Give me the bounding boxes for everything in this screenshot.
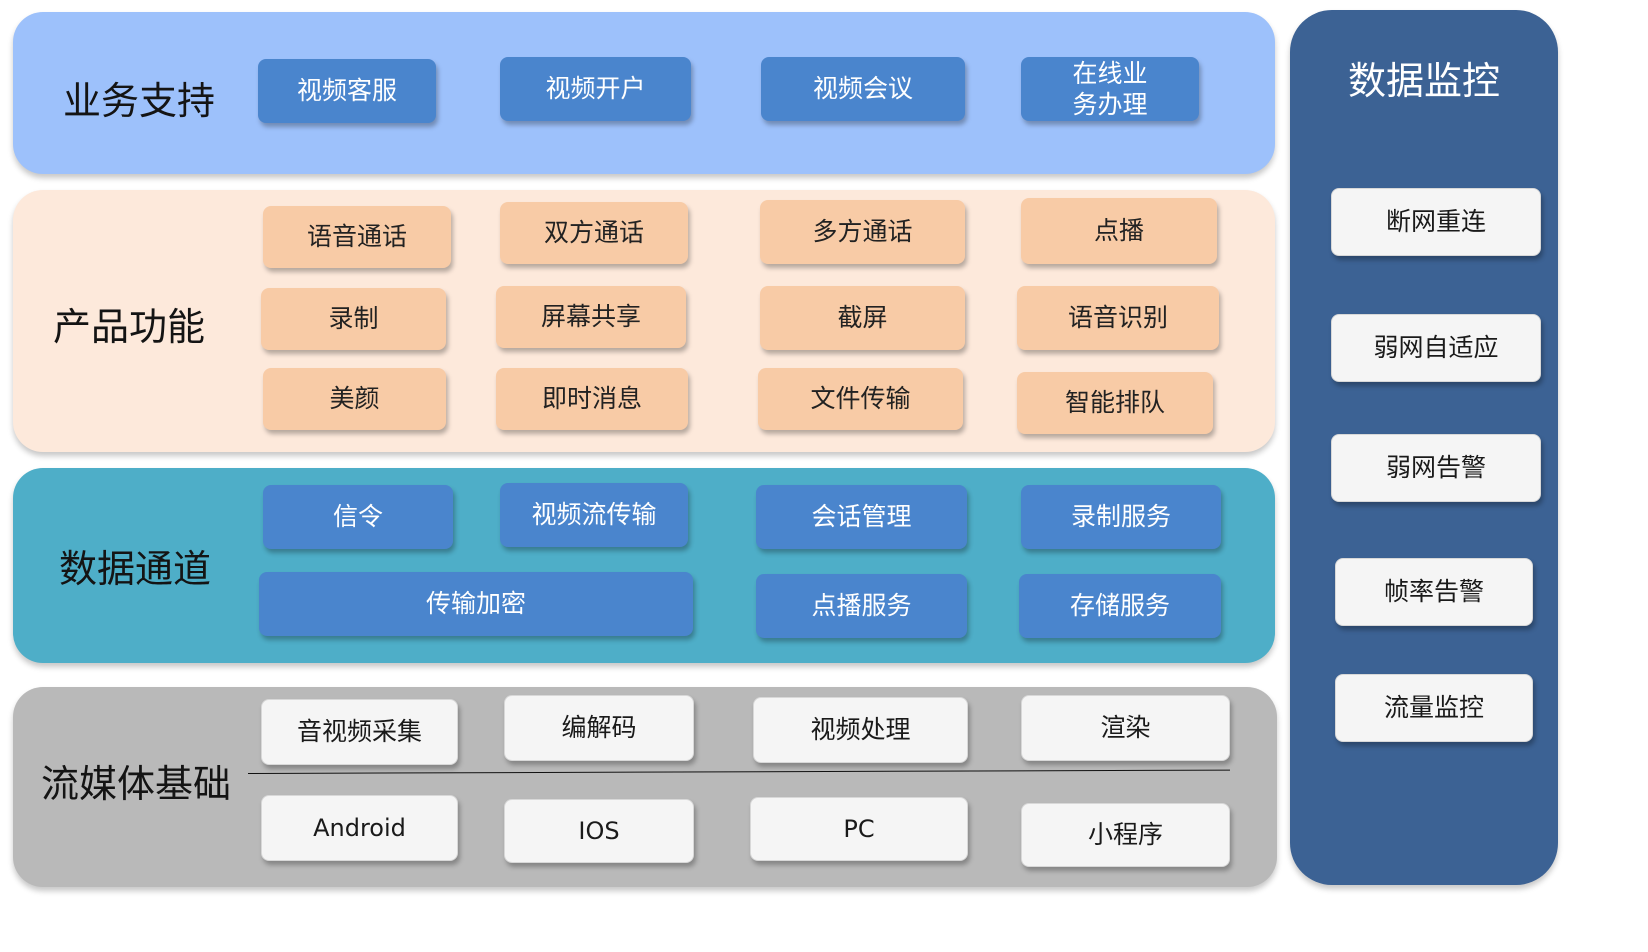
data-monitoring-panel: 数据监控 断网重连 弱网自适应 弱网告警 帧率告警 流量监控 [1290,10,1558,885]
weak-network-alert-box: 弱网告警 [1331,434,1541,502]
file-transfer-box: 文件传输 [758,368,963,430]
session-management-box: 会话管理 [756,485,967,549]
storage-service-box: 存储服务 [1019,574,1221,638]
recording-box: 录制 [261,288,446,350]
mini-program-box: 小程序 [1021,803,1230,867]
android-box: Android [261,795,458,861]
ios-box: IOS [504,799,694,863]
smart-queue-box: 智能排队 [1017,372,1213,434]
instant-message-box: 即时消息 [496,368,688,430]
voice-call-box: 语音通话 [263,206,451,268]
recording-service-box: 录制服务 [1021,485,1221,549]
data-monitoring-title: 数据监控 [1347,59,1500,103]
frame-rate-alert-box: 帧率告警 [1335,558,1533,626]
video-processing-box: 视频处理 [753,697,968,763]
reconnect-box: 断网重连 [1331,188,1541,256]
video-account-opening-box: 视频开户 [500,57,691,121]
screen-sharing-box: 屏幕共享 [496,286,686,348]
speech-recognition-box: 语音识别 [1017,286,1219,350]
video-conference-box: 视频会议 [761,57,965,121]
weak-network-adaptive-box: 弱网自适应 [1331,314,1541,382]
video-stream-transfer-box: 视频流传输 [500,483,688,547]
traffic-monitor-box: 流量监控 [1335,674,1533,742]
streaming-media-layer: 流媒体基础 音视频采集 编解码 视频处理 渲染 Android IOS PC 小… [13,687,1277,887]
online-business-box: 在线业务办理 [1021,57,1199,121]
streaming-media-title: 流媒体基础 [41,762,232,806]
video-customer-service-box: 视频客服 [258,59,436,123]
rendering-box: 渲染 [1021,695,1230,761]
av-capture-box: 音视频采集 [261,699,458,765]
on-demand-service-box: 点播服务 [756,574,967,638]
signaling-box: 信令 [263,485,453,549]
divider-line [247,769,1230,774]
transfer-encryption-box: 传输加密 [259,572,693,636]
data-channel-layer: 数据通道 信令 视频流传输 会话管理 录制服务 传输加密 点播服务 存储服务 [13,468,1275,663]
codec-box: 编解码 [504,695,694,761]
multi-party-call-box: 多方通话 [760,200,965,264]
two-party-call-box: 双方通话 [500,202,688,264]
pc-box: PC [750,797,968,861]
data-channel-title: 数据通道 [59,547,212,591]
product-features-layer: 产品功能 语音通话 双方通话 多方通话 点播 录制 屏幕共享 截屏 语音识别 美… [13,190,1275,452]
beauty-filter-box: 美颜 [263,368,446,430]
business-support-title: 业务支持 [63,79,216,123]
product-features-title: 产品功能 [53,305,206,349]
business-support-layer: 业务支持 视频客服 视频开户 视频会议 在线业务办理 [13,12,1275,174]
on-demand-box: 点播 [1021,198,1217,264]
screenshot-box: 截屏 [760,286,965,350]
